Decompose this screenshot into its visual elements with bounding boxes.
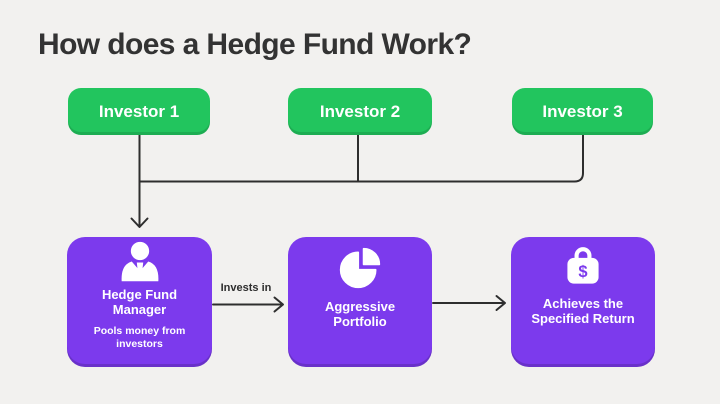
dollar-glyph: $ xyxy=(578,263,587,281)
return-title: Achieves the Specified Return xyxy=(531,296,635,327)
specified-return-card: $ Achieves the Specified Return xyxy=(511,237,655,367)
pie-chart-icon xyxy=(339,247,381,289)
page-title: How does a Hedge Fund Work? xyxy=(38,28,472,61)
return-arrow-head xyxy=(495,295,506,311)
briefcase-dollar-icon: $ xyxy=(567,247,599,284)
invests-in-label: Invests in xyxy=(220,282,272,294)
investor-2-box: Investor 2 xyxy=(288,88,432,135)
aggressive-portfolio-card: Aggressive Portfolio xyxy=(288,237,432,367)
investor-1-box: Investor 1 xyxy=(68,88,210,135)
investor-1-label: Investor 1 xyxy=(98,101,180,121)
hedge-fund-manager-card: Hedge Fund Manager Pools money from inve… xyxy=(67,237,212,367)
investor-3-drop-line xyxy=(573,131,584,183)
manager-title: Hedge Fund Manager xyxy=(101,287,178,318)
manager-subtitle: Pools money from investors xyxy=(93,324,186,350)
invests-arrow-head xyxy=(273,296,284,313)
pool-down-arrow-head xyxy=(130,217,149,228)
investor-3-box: Investor 3 xyxy=(512,88,653,135)
investor-2-label: Investor 2 xyxy=(319,101,401,121)
investor-3-label: Investor 3 xyxy=(542,101,623,121)
portfolio-title: Aggressive Portfolio xyxy=(324,299,396,330)
manager-person-icon xyxy=(121,241,158,282)
